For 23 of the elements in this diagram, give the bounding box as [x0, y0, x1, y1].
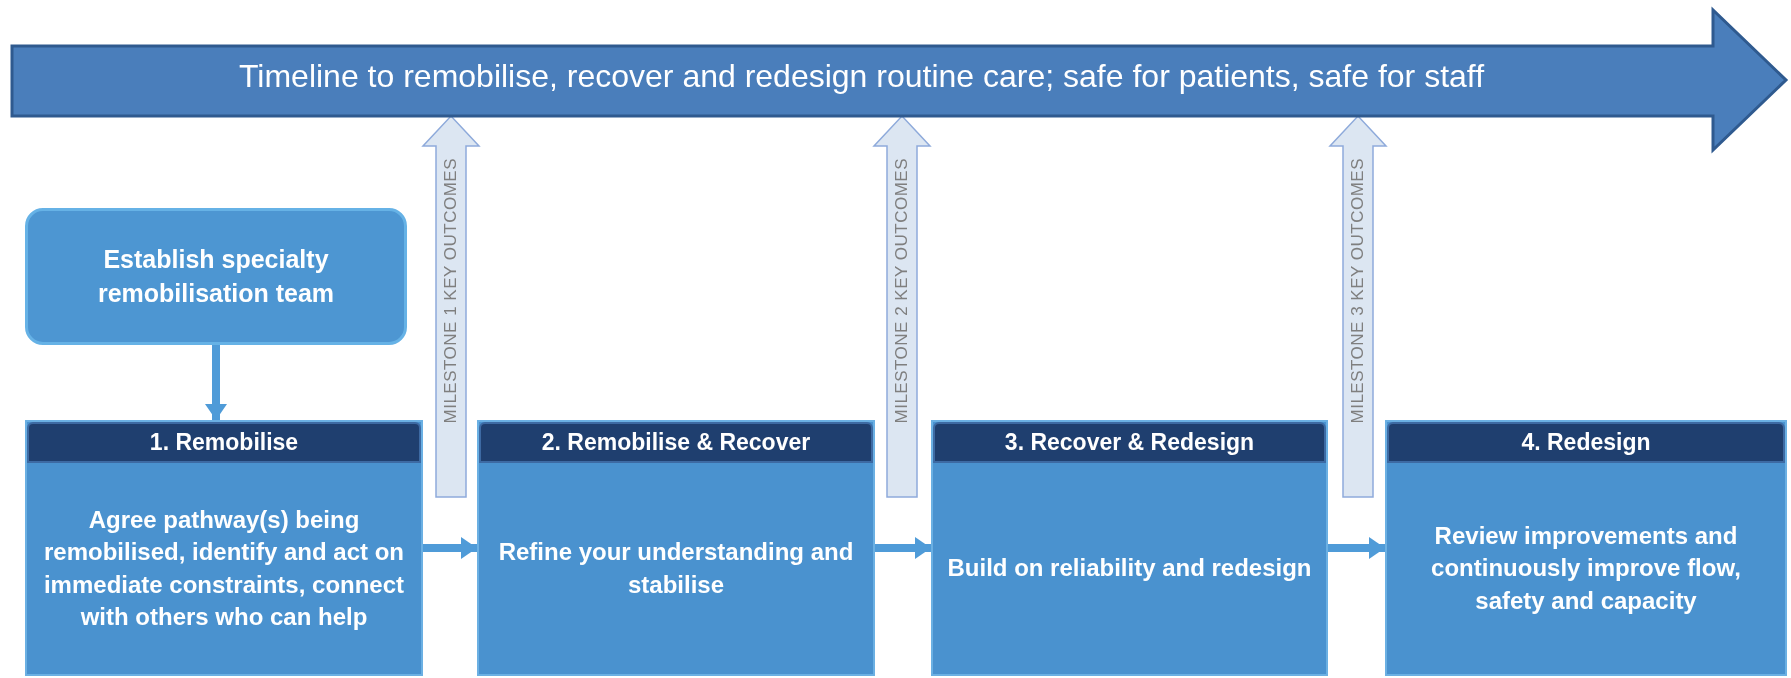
edge-label: MILESTONE 3 KEY OUTCOMES: [1348, 158, 1368, 424]
process-box: [25, 208, 407, 345]
arrow: [423, 537, 477, 559]
stage-box: [931, 420, 1328, 676]
stage-description: Review improvements and continuously improve flow, safety and capacity: [1430, 520, 1742, 616]
edge-label: MILESTONE 2 KEY OUTCOMES: [892, 158, 912, 424]
stage-header: 4. Redesign: [1387, 422, 1785, 463]
timeline-title: Timeline to remobilise, recover and redesign routine care; safe for patients, safe for staff: [237, 58, 1486, 95]
stage-box: [1385, 420, 1787, 676]
stage-box: [25, 420, 423, 676]
stage-header: 1. Remobilise: [27, 422, 421, 463]
stage-description: Build on reliability and redesign: [946, 553, 1313, 584]
arrow: [205, 345, 227, 420]
stage-description: Agree pathway(s) being remobilised, identify and act on immediate constraints, connect with others who can help: [42, 504, 406, 632]
stage-header: 2. Remobilise & Recover: [479, 422, 873, 463]
stage-header: 3. Recover & Redesign: [933, 422, 1326, 463]
timeline-arrow: [10, 8, 1788, 152]
stage-box: [477, 420, 875, 676]
stage-description: Refine your understanding and stabilise: [497, 537, 855, 600]
edge-label: MILESTONE 1 KEY OUTCOMES: [441, 158, 461, 424]
box-text: Establish specialty remobilisation team: [96, 243, 336, 309]
arrow: [875, 537, 931, 559]
arrow: [1328, 537, 1385, 559]
